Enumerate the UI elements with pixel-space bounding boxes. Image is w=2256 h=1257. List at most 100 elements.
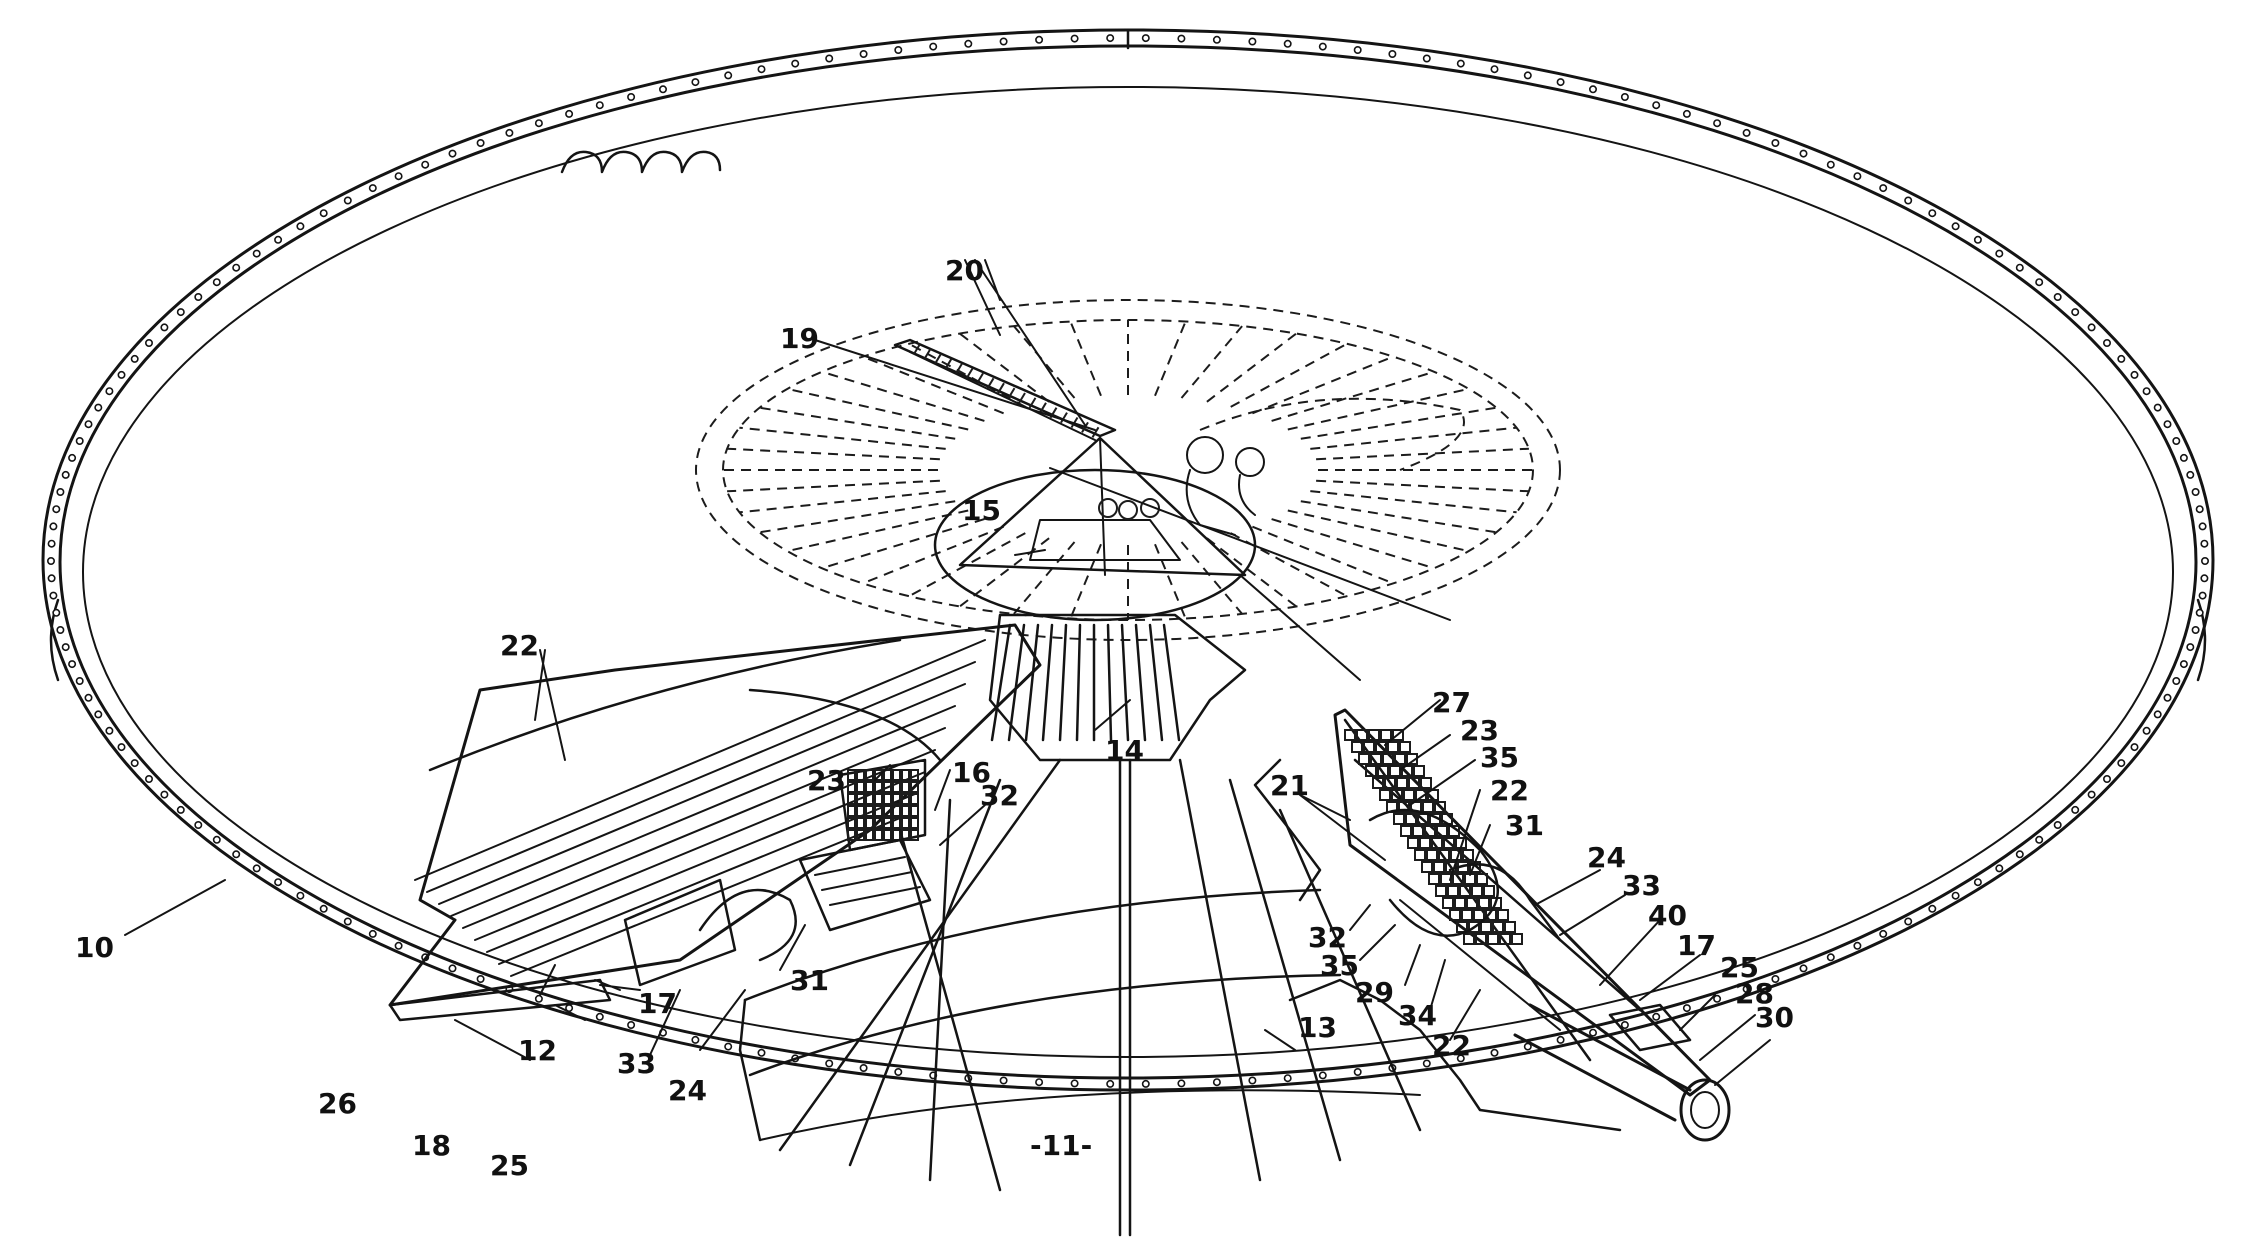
rail-tick bbox=[955, 363, 963, 375]
rivet-mark bbox=[2130, 743, 2139, 752]
structural-cell bbox=[1389, 765, 1401, 777]
rotor-blade-dashed bbox=[1287, 387, 1469, 431]
rivet-mark bbox=[2071, 805, 2080, 814]
rivet-mark bbox=[2198, 591, 2207, 600]
structural-cell bbox=[1403, 789, 1415, 801]
rotor-blade-dashed bbox=[727, 447, 940, 461]
structural-cell bbox=[883, 769, 892, 781]
rivet-mark bbox=[627, 1020, 636, 1029]
rivet-mark bbox=[232, 850, 241, 859]
rivet-mark bbox=[61, 643, 70, 652]
rivet-mark bbox=[1035, 35, 1044, 44]
structural-cell bbox=[1421, 861, 1433, 873]
column-fin bbox=[1162, 623, 1181, 742]
rivet-mark bbox=[49, 522, 58, 531]
wing-rib bbox=[510, 815, 906, 977]
rivet-mark bbox=[2163, 693, 2172, 702]
rivet-mark bbox=[319, 904, 328, 913]
rivet-mark bbox=[2087, 323, 2096, 332]
rivet-mark bbox=[2103, 338, 2112, 347]
column-fin bbox=[1058, 623, 1068, 742]
rotor-blade-dashed bbox=[739, 426, 946, 450]
floor-beam bbox=[898, 828, 1002, 1192]
rivet-mark bbox=[1556, 78, 1565, 87]
label-11: -11- bbox=[1030, 1129, 1092, 1162]
structural-cell bbox=[910, 769, 919, 781]
structural-cell bbox=[1471, 885, 1483, 897]
structural-cell bbox=[1497, 909, 1509, 921]
structural-cell bbox=[1392, 729, 1404, 741]
label-16: 16 bbox=[952, 756, 991, 789]
structural-cell bbox=[865, 793, 874, 805]
label-25a: 25 bbox=[490, 1149, 529, 1182]
rivet-mark bbox=[1141, 1079, 1150, 1088]
rail-tick bbox=[913, 343, 921, 355]
rail-tick bbox=[934, 353, 942, 365]
label-40: 40 bbox=[1648, 899, 1687, 932]
cockpit-hub bbox=[933, 397, 1465, 681]
label-22c: 22 bbox=[1432, 1029, 1471, 1062]
rivet-mark bbox=[595, 101, 604, 110]
rivet-mark bbox=[1928, 209, 1937, 218]
rivet-mark bbox=[2200, 539, 2209, 548]
rivet-mark bbox=[1589, 1028, 1598, 1037]
label-24a: 24 bbox=[668, 1074, 707, 1107]
structural-cell bbox=[1344, 729, 1356, 741]
rivet-mark bbox=[2142, 726, 2151, 735]
rivet-mark bbox=[145, 774, 154, 783]
label-35b: 35 bbox=[1320, 949, 1359, 982]
structural-cell bbox=[892, 805, 901, 817]
structural-cell bbox=[883, 781, 892, 793]
structural-cell bbox=[1476, 873, 1488, 885]
rivet-mark bbox=[1652, 1012, 1661, 1021]
rivet-mark bbox=[343, 196, 352, 205]
outer-rim bbox=[41, 28, 2215, 1092]
rivet-mark bbox=[1353, 1068, 1362, 1077]
rivet-mark bbox=[1141, 34, 1150, 43]
rivet-mark bbox=[176, 805, 185, 814]
rivet-mark bbox=[47, 539, 56, 548]
label-13: 13 bbox=[1298, 1011, 1337, 1044]
rivet-mark bbox=[505, 128, 514, 137]
structural-cell bbox=[883, 829, 892, 841]
structural-cell bbox=[874, 781, 883, 793]
structural-cell bbox=[910, 829, 919, 841]
label-17a: 17 bbox=[638, 987, 677, 1020]
rivet-mark bbox=[757, 65, 766, 74]
column-fin bbox=[1041, 623, 1054, 742]
rivet-mark bbox=[1995, 864, 2004, 873]
rivet-mark bbox=[1283, 1074, 1292, 1083]
label-12: 12 bbox=[518, 1034, 557, 1067]
structural-cell bbox=[874, 793, 883, 805]
rivet-mark bbox=[476, 974, 485, 983]
structural-cell bbox=[1468, 921, 1480, 933]
rivet-mark bbox=[2142, 387, 2151, 396]
structural-cell bbox=[1487, 933, 1499, 945]
rivet-mark bbox=[1556, 1035, 1565, 1044]
label-24b: 24 bbox=[1587, 841, 1626, 874]
rivet-mark bbox=[999, 1076, 1008, 1085]
rotor-blade-dashed bbox=[1230, 342, 1348, 408]
structural-cell bbox=[856, 769, 865, 781]
structural-cell bbox=[847, 817, 856, 829]
rotor-blade-dashed bbox=[862, 355, 1004, 415]
label-18: 18 bbox=[412, 1129, 451, 1162]
rivet-mark bbox=[1035, 1078, 1044, 1087]
structural-cell bbox=[1499, 933, 1511, 945]
structural-cell bbox=[1452, 873, 1464, 885]
column-fin bbox=[1024, 623, 1040, 742]
rivet-mark bbox=[94, 403, 103, 412]
rivet-mark bbox=[145, 338, 154, 347]
rail-tick bbox=[1060, 412, 1068, 424]
rivet-mark bbox=[319, 209, 328, 218]
rivet-mark bbox=[212, 835, 221, 844]
structural-cell bbox=[1447, 885, 1459, 897]
rivet-mark bbox=[61, 470, 70, 479]
column-fin bbox=[1075, 623, 1082, 742]
wing-rib bbox=[486, 771, 926, 953]
structural-cell bbox=[901, 805, 910, 817]
rivet-mark bbox=[534, 994, 543, 1003]
label-23a: 23 bbox=[807, 764, 846, 797]
label-23b: 23 bbox=[1460, 714, 1499, 747]
rivet-mark bbox=[1799, 964, 1808, 973]
